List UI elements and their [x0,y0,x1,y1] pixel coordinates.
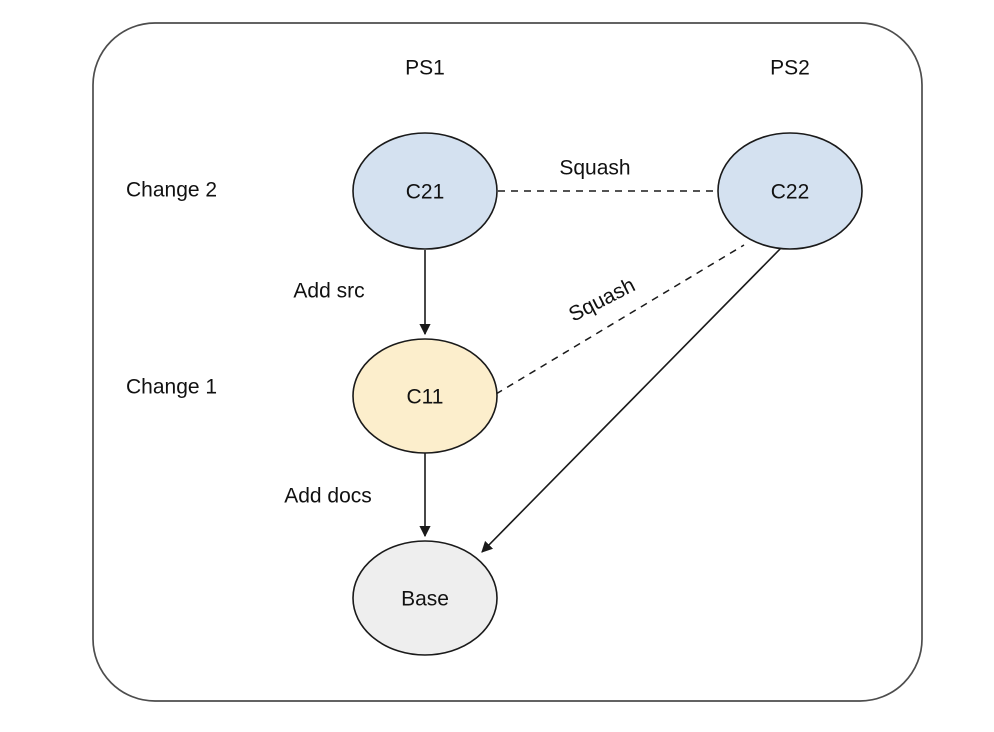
edge-label-c21-c22-squash: Squash [559,157,630,180]
node-base[interactable]: Base [352,540,498,656]
node-shape-base [352,540,498,656]
edges-layer [419,190,783,553]
node-c11[interactable]: C11 [352,338,498,454]
edge-c11-c22-squash [495,244,745,395]
node-c21[interactable]: C21 [352,132,498,250]
edge-label-c21-c11-add-src: Add src [293,280,364,303]
row-label-change2: Change 2 [126,179,217,202]
node-shape-c21 [352,132,498,250]
node-c22[interactable]: C22 [717,132,863,250]
column-headers: PS1 PS2 [405,57,810,80]
node-shape-c11 [352,338,498,454]
node-label-c22: C22 [771,181,810,204]
column-header-ps1: PS1 [405,57,445,80]
node-label-c11: C11 [407,386,444,409]
node-shape-c22 [717,132,863,250]
outer-frame [92,22,923,702]
node-label-c21: C21 [406,181,445,204]
column-header-ps2: PS2 [770,57,810,80]
edge-c22-base [481,246,783,553]
edge-label-c11-base-add-docs: Add docs [284,485,372,508]
edge-label-c11-c22-squash: Squash [565,274,639,327]
row-label-change1: Change 1 [126,376,217,399]
node-label-base: Base [401,588,449,611]
row-labels: Change 2 Change 1 [126,179,217,399]
